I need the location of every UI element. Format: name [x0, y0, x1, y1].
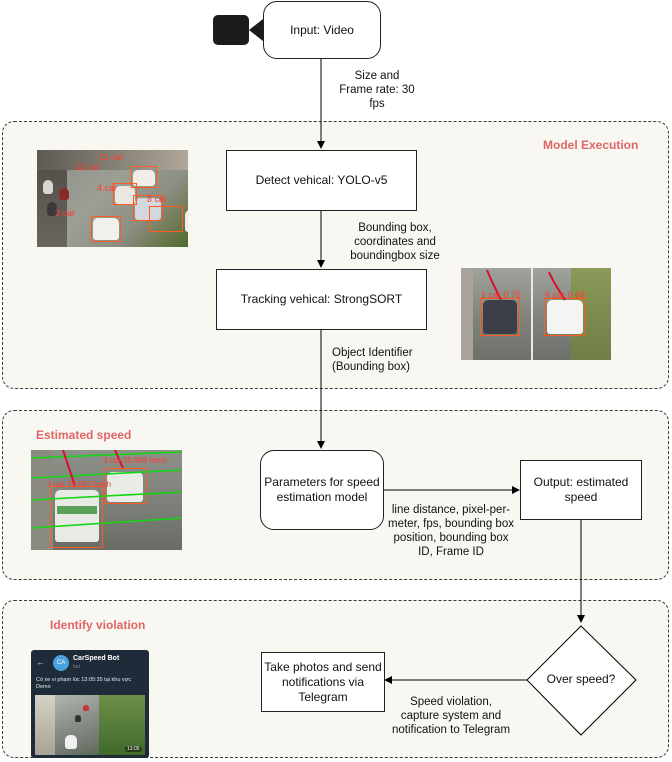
edge-label-object-identifier: Object Identifier (Bounding box): [332, 347, 413, 373]
tracking-label-2: 6 car 0.68: [545, 290, 586, 300]
input-video-label: Input: Video: [290, 22, 354, 37]
detection-label-2: 13 car: [75, 162, 101, 172]
edge-label-bounding-box: Bounding box, coordinates and boundingbo…: [350, 222, 440, 262]
bot-status: bot: [73, 664, 80, 670]
video-camera-icon: [213, 15, 263, 45]
telegram-action-node: Take photos and send notifications via T…: [261, 652, 385, 712]
detection-label-4: 8 car: [147, 194, 168, 204]
detection-label-1: 11 car: [99, 152, 124, 162]
edge-label-frame-rate: Size and Frame rate: 30 fps: [339, 70, 415, 110]
input-video-node: Input: Video: [263, 1, 381, 59]
speed-label-1: 3 car 35.969 km/h: [103, 456, 168, 465]
message-time: 13:05: [125, 746, 142, 752]
speed-photo: 3 car 35.969 km/h 4 car 35.067 km/h: [31, 450, 182, 550]
avatar-initials: CA: [56, 660, 66, 666]
tracking-vehicle-node: Tracking vehical: StrongSORT: [216, 269, 427, 330]
edge-label-parameters: line distance, pixel-per- meter, fps, bo…: [388, 504, 514, 558]
edge-label-violation: Speed violation, capture system and noti…: [391, 696, 511, 736]
detection-label-5: 2 car: [55, 208, 76, 218]
message-text: Có xe vi phạm lúc 13:05:35 tại khu vực D…: [36, 677, 132, 690]
speed-label-2: 4 car 35.067 km/h: [47, 480, 112, 489]
detection-photo: 11 car 13 car 4 car 8 car 2 car: [37, 150, 188, 247]
group-title-model-execution: Model Execution: [543, 138, 639, 152]
bot-name: CarSpeed Bot: [73, 655, 120, 662]
detection-label-3: 4 car: [97, 183, 118, 193]
group-title-identify-violation: Identify violation: [50, 618, 146, 632]
decision-label: Over speed?: [546, 672, 616, 686]
telegram-screenshot: ← CA CarSpeed Bot bot Có xe vi phạm lúc …: [31, 650, 149, 758]
back-arrow-icon: ←: [36, 657, 45, 667]
tracking-label-1: 1 car 0.75: [481, 290, 522, 300]
message-photo: [35, 695, 145, 755]
detect-vehicle-node: Detect vehical: YOLO-v5: [226, 150, 417, 211]
group-title-estimated-speed: Estimated speed: [36, 428, 132, 442]
output-speed-node: Output: estimated speed: [520, 460, 642, 520]
speed-parameters-node: Parameters for speed estimation model: [260, 450, 384, 530]
avatar: CA: [53, 655, 69, 671]
decision-diamond: [526, 625, 637, 736]
tracking-photo: 1 car 0.75 6 car 0.68: [461, 268, 611, 360]
